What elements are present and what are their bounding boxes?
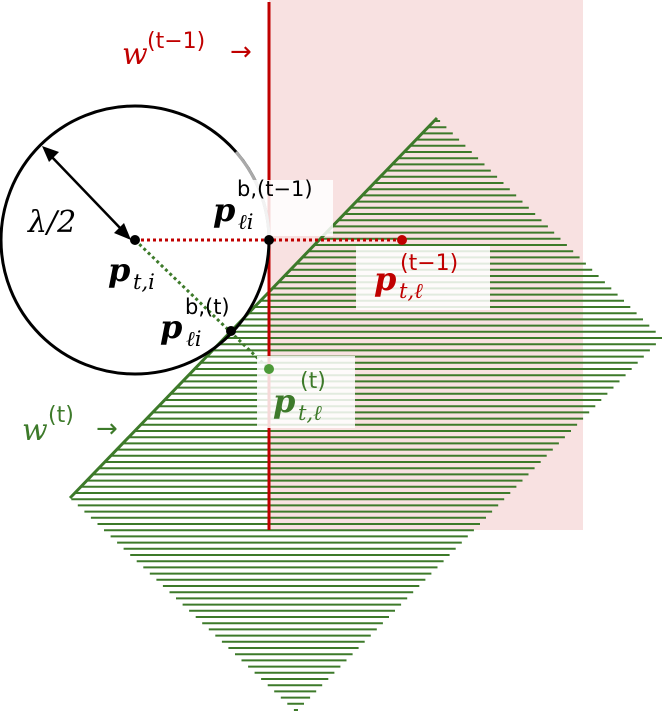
- point-p-tl-curr: [264, 364, 274, 374]
- green-halfplane-hatching: [71, 120, 662, 711]
- label-p-b-prev: p ℓi b,(t−1): [213, 177, 313, 234]
- point-p-ti: [130, 235, 140, 245]
- svg-text:t,ℓ: t,ℓ: [399, 279, 423, 303]
- label-p-tl-curr: p t,ℓ (t): [273, 369, 326, 425]
- svg-text:p: p: [160, 308, 182, 346]
- label-p-tl-prev: p t,ℓ (t−1): [374, 251, 458, 303]
- svg-text:p: p: [213, 191, 235, 229]
- point-p-b-prev: [264, 235, 274, 245]
- svg-text:(t): (t): [300, 369, 326, 394]
- point-p-tl-prev: [397, 235, 407, 245]
- svg-text:w: w: [122, 37, 148, 72]
- label-p-b-curr: p ℓi b,(t): [160, 295, 230, 351]
- svg-text:(t): (t): [48, 403, 74, 428]
- point-p-b-curr: [226, 326, 236, 336]
- label-w-curr: w (t) →: [22, 403, 118, 448]
- svg-text:→: →: [230, 37, 252, 67]
- svg-text:(t−1): (t−1): [400, 251, 458, 276]
- svg-text:(t−1): (t−1): [147, 29, 205, 54]
- radius-arrowhead-end: [114, 223, 131, 240]
- radius-arrow: [49, 154, 123, 231]
- svg-text:w: w: [22, 413, 48, 448]
- label-radius: λ/2: [27, 205, 76, 240]
- svg-text:p: p: [108, 251, 130, 289]
- svg-text:p: p: [374, 260, 396, 298]
- label-bg-p-b-prev: [203, 180, 333, 236]
- label-w-prev: w (t−1) →: [122, 29, 252, 72]
- svg-text:→: →: [96, 414, 118, 444]
- svg-text:p: p: [273, 382, 295, 420]
- svg-text:b,(t−1): b,(t−1): [237, 177, 313, 201]
- label-p-ti: p t,i: [108, 251, 155, 294]
- svg-text:t,ℓ: t,ℓ: [298, 401, 322, 425]
- radius-arrowhead-start: [42, 146, 59, 162]
- svg-text:ℓi: ℓi: [238, 210, 253, 234]
- green-boundary-line: [68, 116, 439, 500]
- green-dotted-connector: [133, 238, 271, 371]
- svg-text:b,(t): b,(t): [185, 295, 230, 319]
- label-bg-p-tl-prev: [356, 246, 490, 310]
- svg-text:t,i: t,i: [133, 270, 155, 294]
- svg-text:ℓi: ℓi: [186, 327, 201, 351]
